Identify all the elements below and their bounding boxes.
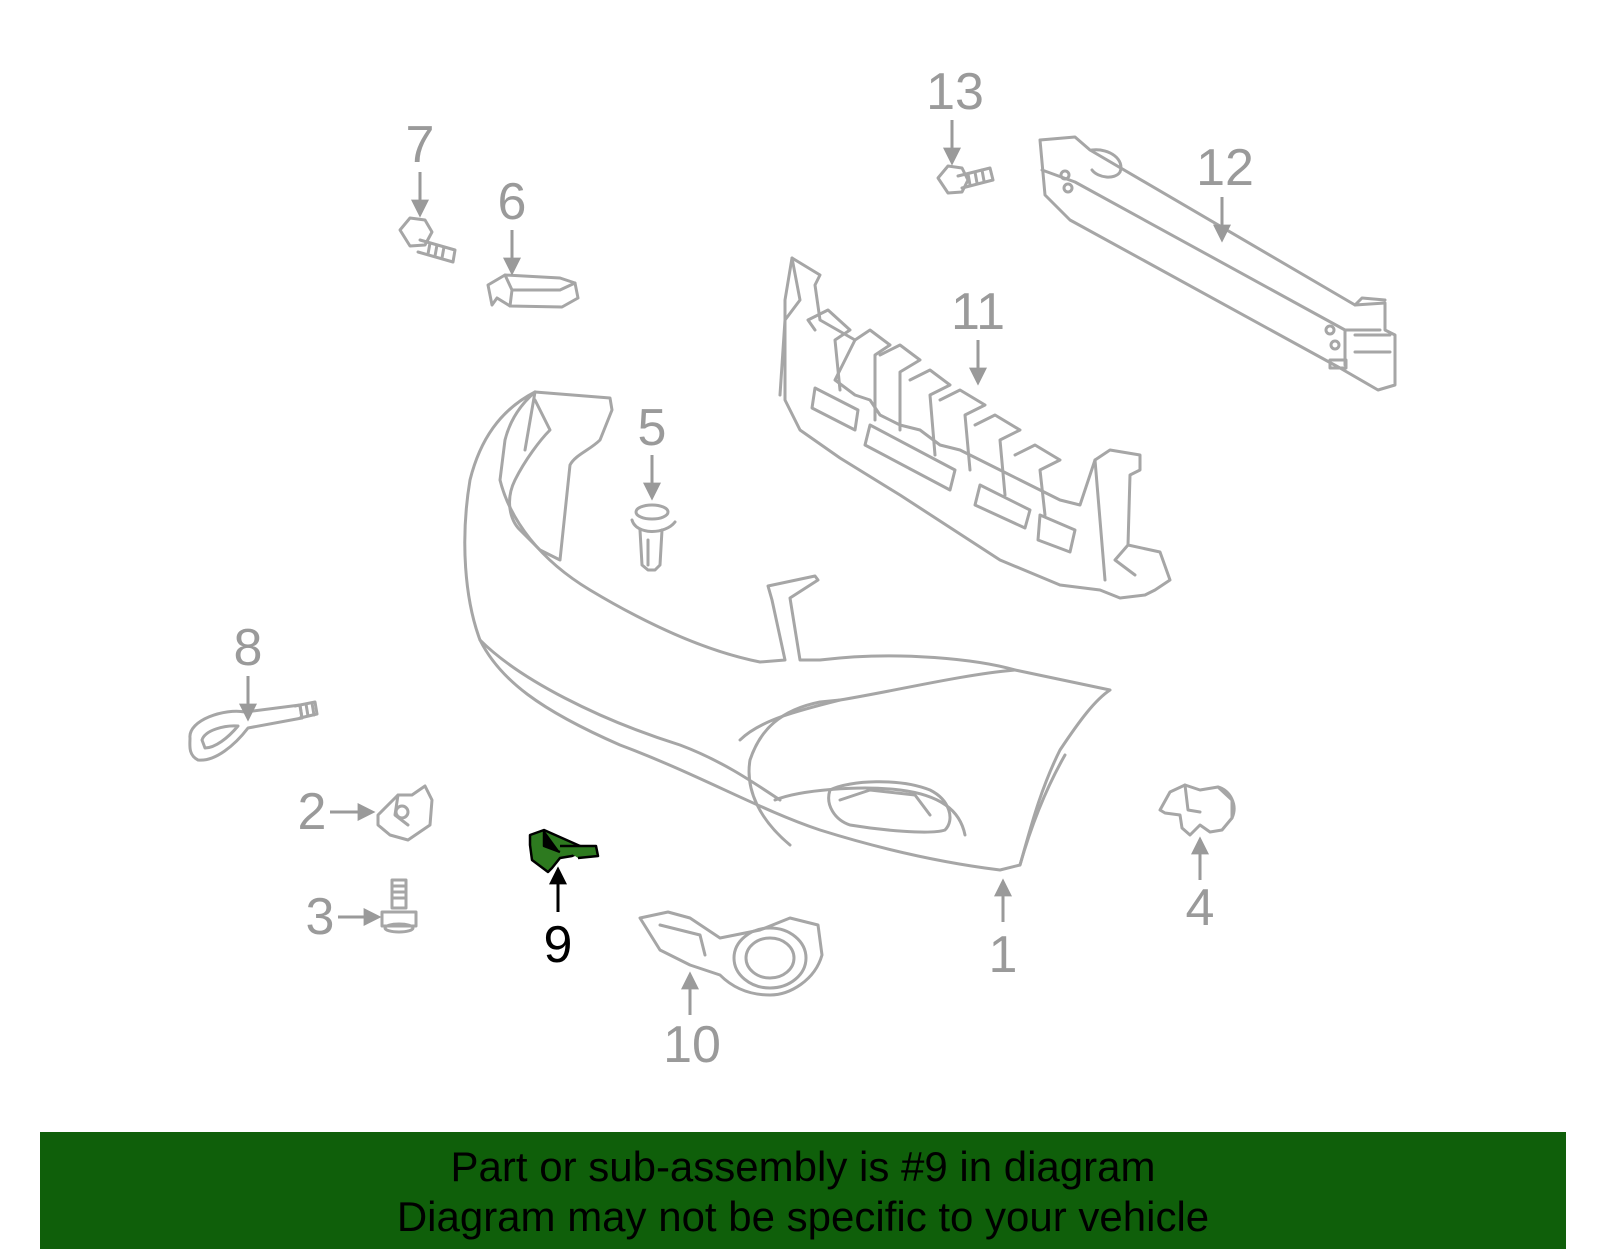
part-2-nut-clip — [376, 784, 434, 842]
part-6-retainer — [486, 273, 580, 309]
callout-7: 7 — [405, 116, 435, 174]
callout-6: 6 — [497, 173, 527, 231]
callout-8: 8 — [233, 619, 263, 677]
part-3-bolt — [380, 878, 418, 934]
parts-diagram — [188, 120, 1397, 1015]
banner-line-part: Part or sub-assembly is #9 in diagram — [450, 1143, 1156, 1190]
callout-11: 11 — [951, 283, 1005, 341]
part-10-fog-lamp-bezel — [638, 910, 824, 997]
callout-13: 13 — [926, 63, 984, 121]
callout-1: 1 — [988, 926, 1018, 984]
callout-2: 2 — [297, 783, 327, 841]
part-7-bolt — [398, 216, 457, 264]
callout-9-highlighted[interactable]: 9 — [543, 916, 573, 974]
callout-10: 10 — [663, 1016, 721, 1074]
callout-4: 4 — [1185, 879, 1215, 937]
part-1-bumper-cover — [463, 390, 1112, 872]
part-8-tow-eye — [188, 700, 319, 762]
callout-5: 5 — [637, 399, 667, 457]
callout-3: 3 — [305, 888, 335, 946]
info-banner: Part or sub-assembly is #9 in diagram Di… — [40, 1132, 1566, 1249]
part-13-bolt — [936, 164, 995, 195]
callout-12: 12 — [1196, 139, 1254, 197]
part-11-energy-absorber — [778, 256, 1172, 600]
part-4-bracket — [1158, 783, 1236, 837]
part-9-clip-highlighted — [528, 828, 600, 874]
part-5-push-clip — [630, 503, 677, 572]
banner-line-disclaimer: Diagram may not be specific to your vehi… — [396, 1193, 1210, 1240]
part-12-bumper-reinforcement — [1038, 135, 1397, 392]
